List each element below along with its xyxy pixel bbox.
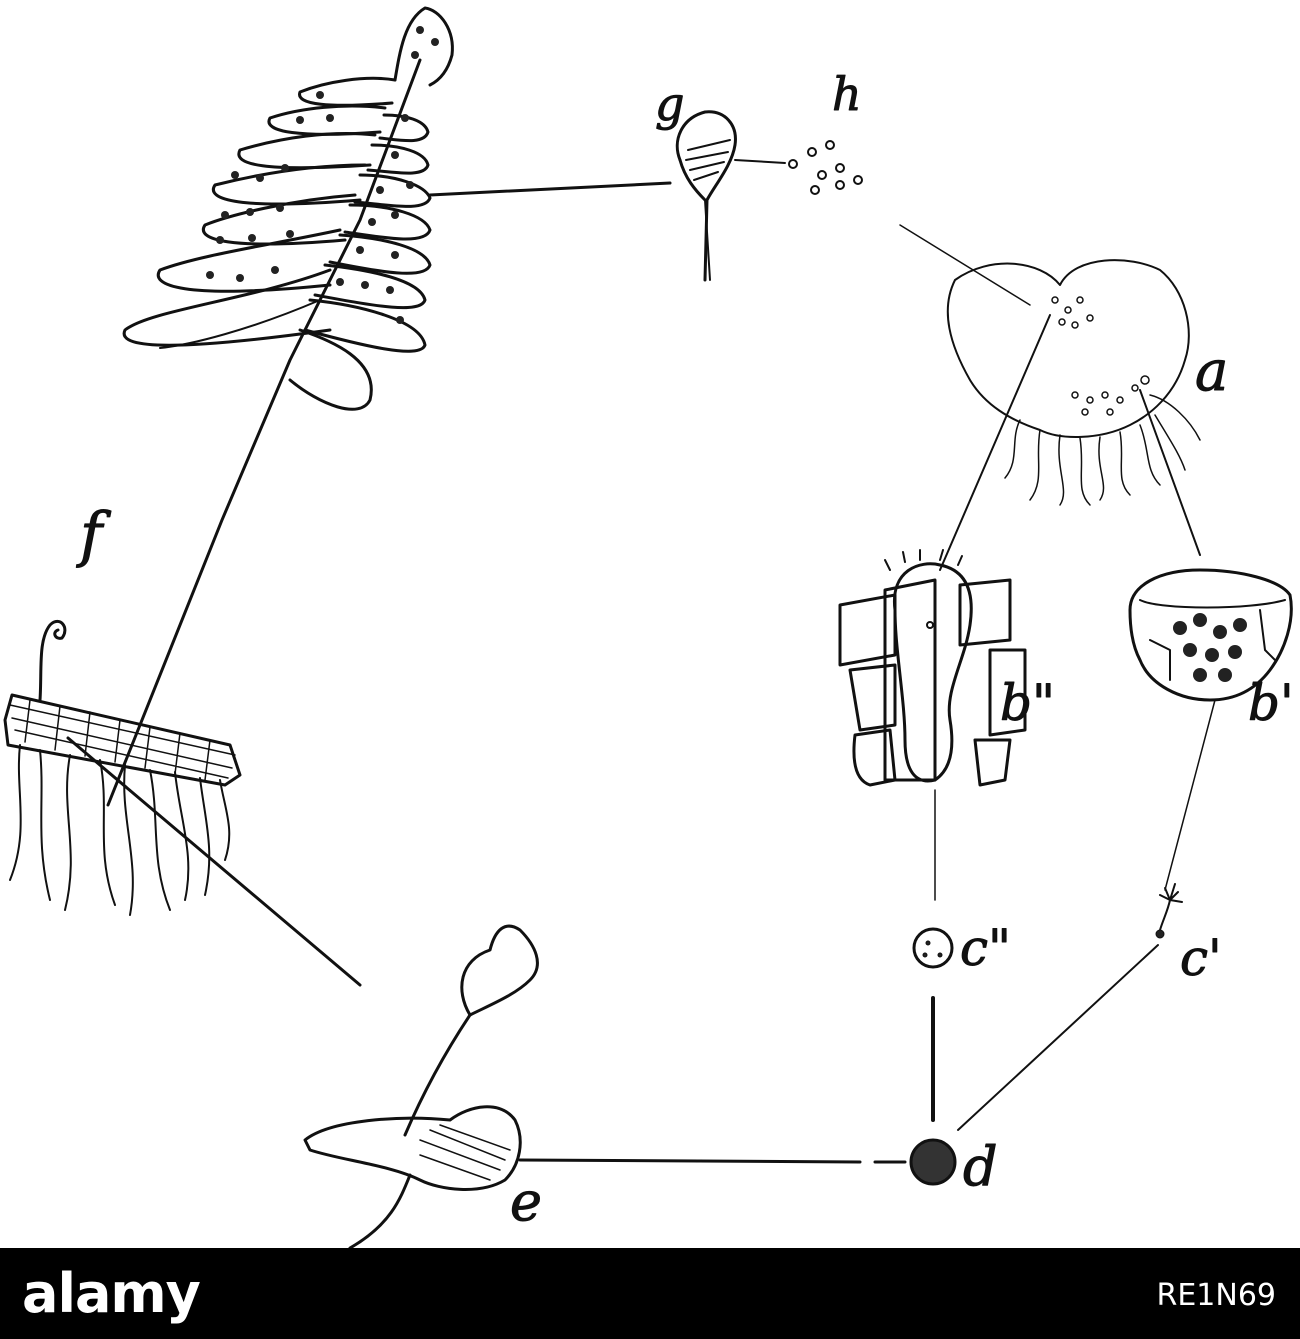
spores-drawing: [789, 141, 1030, 305]
label-g: g: [655, 77, 684, 131]
fern-frond-drawing: [5, 8, 452, 985]
watermark-footer: alamy RE1N69: [0, 1248, 1300, 1339]
label-e: e: [510, 1170, 542, 1233]
label-c-single: c': [1180, 929, 1222, 987]
label-c-double: c": [960, 919, 1011, 977]
label-f: f: [76, 500, 112, 570]
egg-cell-drawing: [914, 929, 952, 1120]
image-id: RE1N69: [1156, 1278, 1276, 1313]
alamy-logo: alamy: [22, 1262, 200, 1325]
fern-life-cycle-diagram: g h a b" b' c" c' d e f: [0, 0, 1300, 1248]
label-h: h: [832, 67, 862, 121]
label-a: a: [1195, 339, 1228, 404]
label-d: d: [963, 1135, 998, 1198]
zygote-drawing: [520, 1140, 955, 1184]
label-b-single: b': [1248, 674, 1294, 732]
sporangium-drawing: [430, 112, 785, 280]
young-sporophyte-drawing: [305, 926, 537, 1248]
prothallus-drawing: [940, 260, 1200, 570]
label-b-double: b": [1000, 674, 1055, 732]
archegonium-drawing: [840, 550, 1025, 900]
